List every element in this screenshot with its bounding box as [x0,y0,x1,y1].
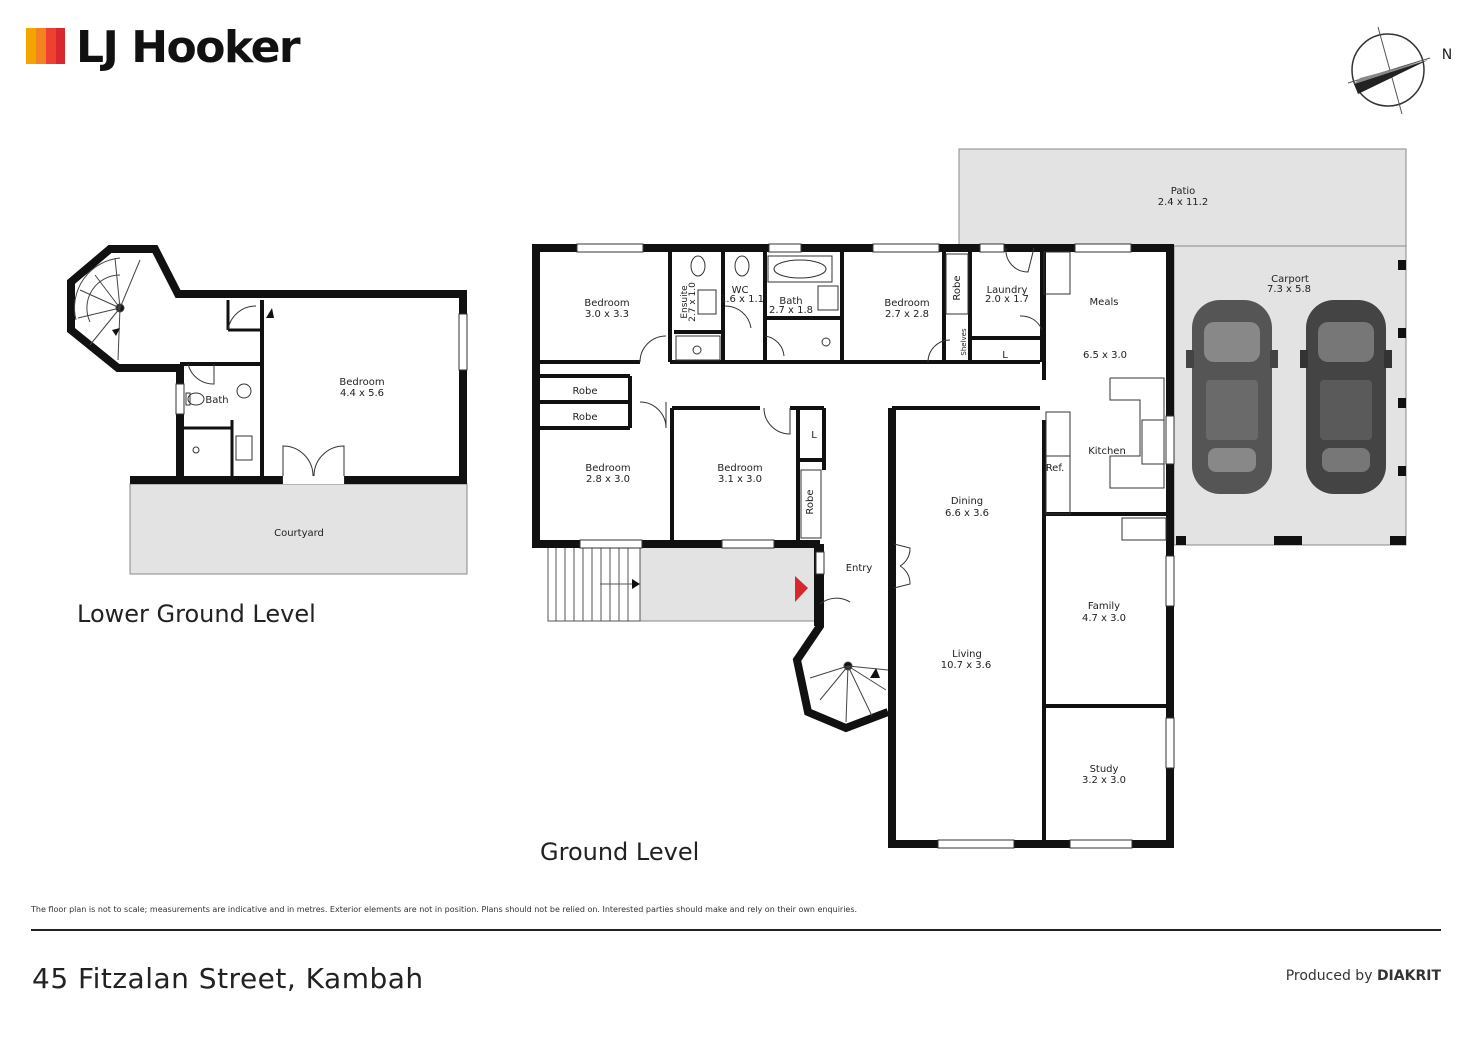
fridge-label: Ref. [1046,463,1065,474]
lower-bedroom-dims: 4.4 x 5.6 [340,388,384,399]
carport-dims: 7.3 x 5.8 [1267,284,1311,295]
internal-stair [809,661,889,723]
living-label: Living [952,649,982,660]
windows [576,243,1175,849]
robe-2-label: Robe [572,412,597,423]
north-arrow-icon [1347,26,1431,115]
family-dims: 4.7 x 3.0 [1082,613,1126,624]
meals-label: Meals [1090,297,1119,308]
disclaimer-text: The floor plan is not to scale; measurem… [31,905,858,914]
carport-posts [1176,260,1406,545]
living-dims: 10.7 x 3.6 [941,660,991,671]
wc-label: WC [732,285,749,296]
front-porch-area [639,546,821,622]
linen-2-label: L [811,430,817,441]
ground-level-plan [532,148,1407,849]
doors [639,247,1043,605]
bedroom-4-dims: 2.7 x 2.8 [885,309,929,320]
kitchen-label: Kitchen [1088,446,1126,457]
bedroom-4-label: Bedroom [884,298,929,309]
study-dims: 3.2 x 3.0 [1082,775,1126,786]
courtyard-label: Courtyard [274,528,324,539]
linen-1-label: L [1002,350,1008,361]
patio-label: Patio [1171,186,1196,197]
entry-marker-icon [795,576,808,602]
front-steps [547,546,641,622]
wc-dims: 1.6 x 1.1 [720,294,764,305]
family-label: Family [1088,601,1120,612]
lower-bath-label: Bath [205,395,228,406]
entry-label: Entry [846,563,873,574]
bath-dims: 2.7 x 1.8 [769,305,813,316]
kitchen-counters [1043,251,1167,541]
robe-1-label: Robe [572,386,597,397]
brand-logo-mark [26,28,65,64]
produced-by-prefix: Produced by [1285,968,1373,984]
brand-logo-text: LJ Hooker [76,22,301,73]
robe-3-label: Robe [952,275,963,300]
bedroom-3-dims: 3.1 x 3.0 [718,474,762,485]
compass-north-label: N [1442,47,1452,63]
ground-level-title: Ground Level [540,838,700,866]
shelves-label: Shelves [960,328,968,356]
bathroom-fixtures [675,255,839,361]
bedroom-2-label: Bedroom [585,463,630,474]
courtyard-area [129,483,468,575]
property-address: 45 Fitzalan Street, Kambah [32,962,424,995]
ensuite-label: Ensuite [680,285,690,319]
produced-by-name: DIAKRIT [1376,968,1441,984]
ensuite-dims: 2.7 x 1.0 [688,282,698,322]
lower-ground-level-title: Lower Ground Level [77,600,316,628]
laundry-label: Laundry [987,285,1028,296]
lower-ground-level-plan [67,245,468,575]
bedroom-1-label: Bedroom [584,298,629,309]
produced-by-credit: Produced by DIAKRIT [1286,968,1441,984]
car-icon [1186,300,1278,494]
bedroom-3-label: Bedroom [717,463,762,474]
robe-4-label: Robe [805,489,816,514]
bedroom-1-dims: 3.0 x 3.3 [585,309,629,320]
patio-dims: 2.4 x 11.2 [1158,197,1208,208]
car-icon [1300,300,1392,494]
bath-label: Bath [779,296,802,307]
study-label: Study [1090,764,1119,775]
lower-bedroom-label: Bedroom [339,377,384,388]
footer-divider [31,929,1441,931]
bedroom-2-dims: 2.8 x 3.0 [586,474,630,485]
dining-dims: 6.6 x 3.6 [945,508,989,519]
carport-label: Carport [1271,274,1309,285]
laundry-dims: 2.0 x 1.7 [985,294,1029,305]
meals-dims: 6.5 x 3.0 [1083,350,1127,361]
dining-label: Dining [951,496,983,507]
